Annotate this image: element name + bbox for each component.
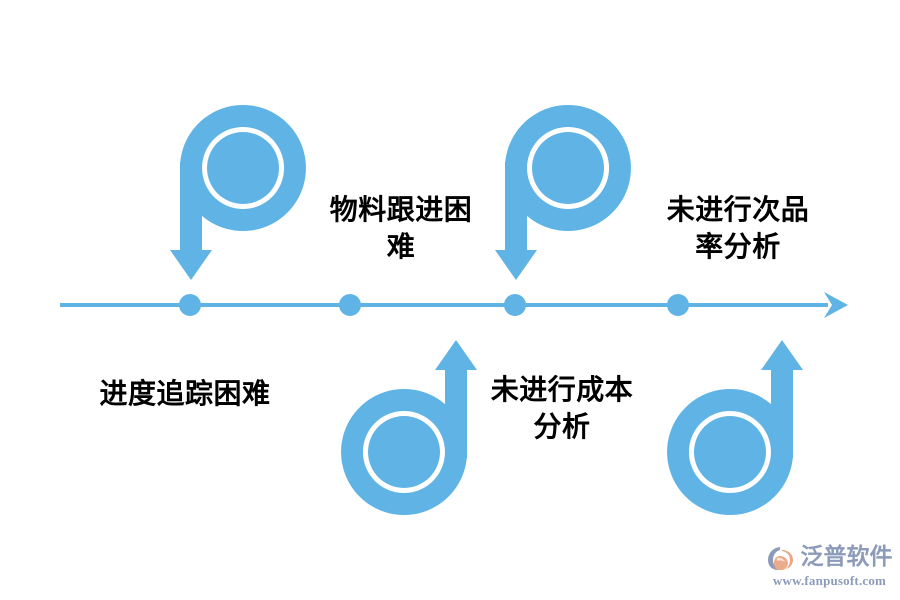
- watermark-brand-text: 泛普软件: [800, 544, 893, 570]
- watermark-brand-row: 泛普软件: [767, 544, 893, 572]
- p-loop-arrow-icon: [495, 105, 631, 280]
- label-material-followup: 物料跟进困 难: [329, 194, 473, 262]
- timeline-dot-3[interactable]: [504, 294, 526, 316]
- p-loop-arrow-icon: [170, 105, 306, 280]
- marker-b-up-1[interactable]: [329, 330, 479, 520]
- label-progress-tracking: 进度追踪困难: [99, 378, 271, 409]
- timeline-dot-4[interactable]: [667, 294, 689, 316]
- label-defect-rate-analysis: 未进行次品 率分析: [666, 194, 810, 262]
- marker-p-down-2[interactable]: [493, 100, 643, 290]
- b-loop-arrow-icon: [341, 340, 477, 515]
- watermark: 泛普软件 www.fanpusoft.com: [762, 536, 897, 594]
- label-cost-analysis: 未进行成本 分析: [490, 374, 634, 442]
- timeline-dot-2[interactable]: [339, 294, 361, 316]
- marker-b-up-2[interactable]: [655, 330, 805, 520]
- watermark-url-text: www.fanpusoft.com: [772, 572, 887, 588]
- fanpu-logo-icon: [767, 544, 797, 572]
- b-loop-arrow-icon: [667, 340, 803, 515]
- marker-p-down-1[interactable]: [168, 100, 318, 290]
- timeline-dot-1[interactable]: [179, 294, 201, 316]
- axis-arrowhead-icon: [824, 292, 848, 318]
